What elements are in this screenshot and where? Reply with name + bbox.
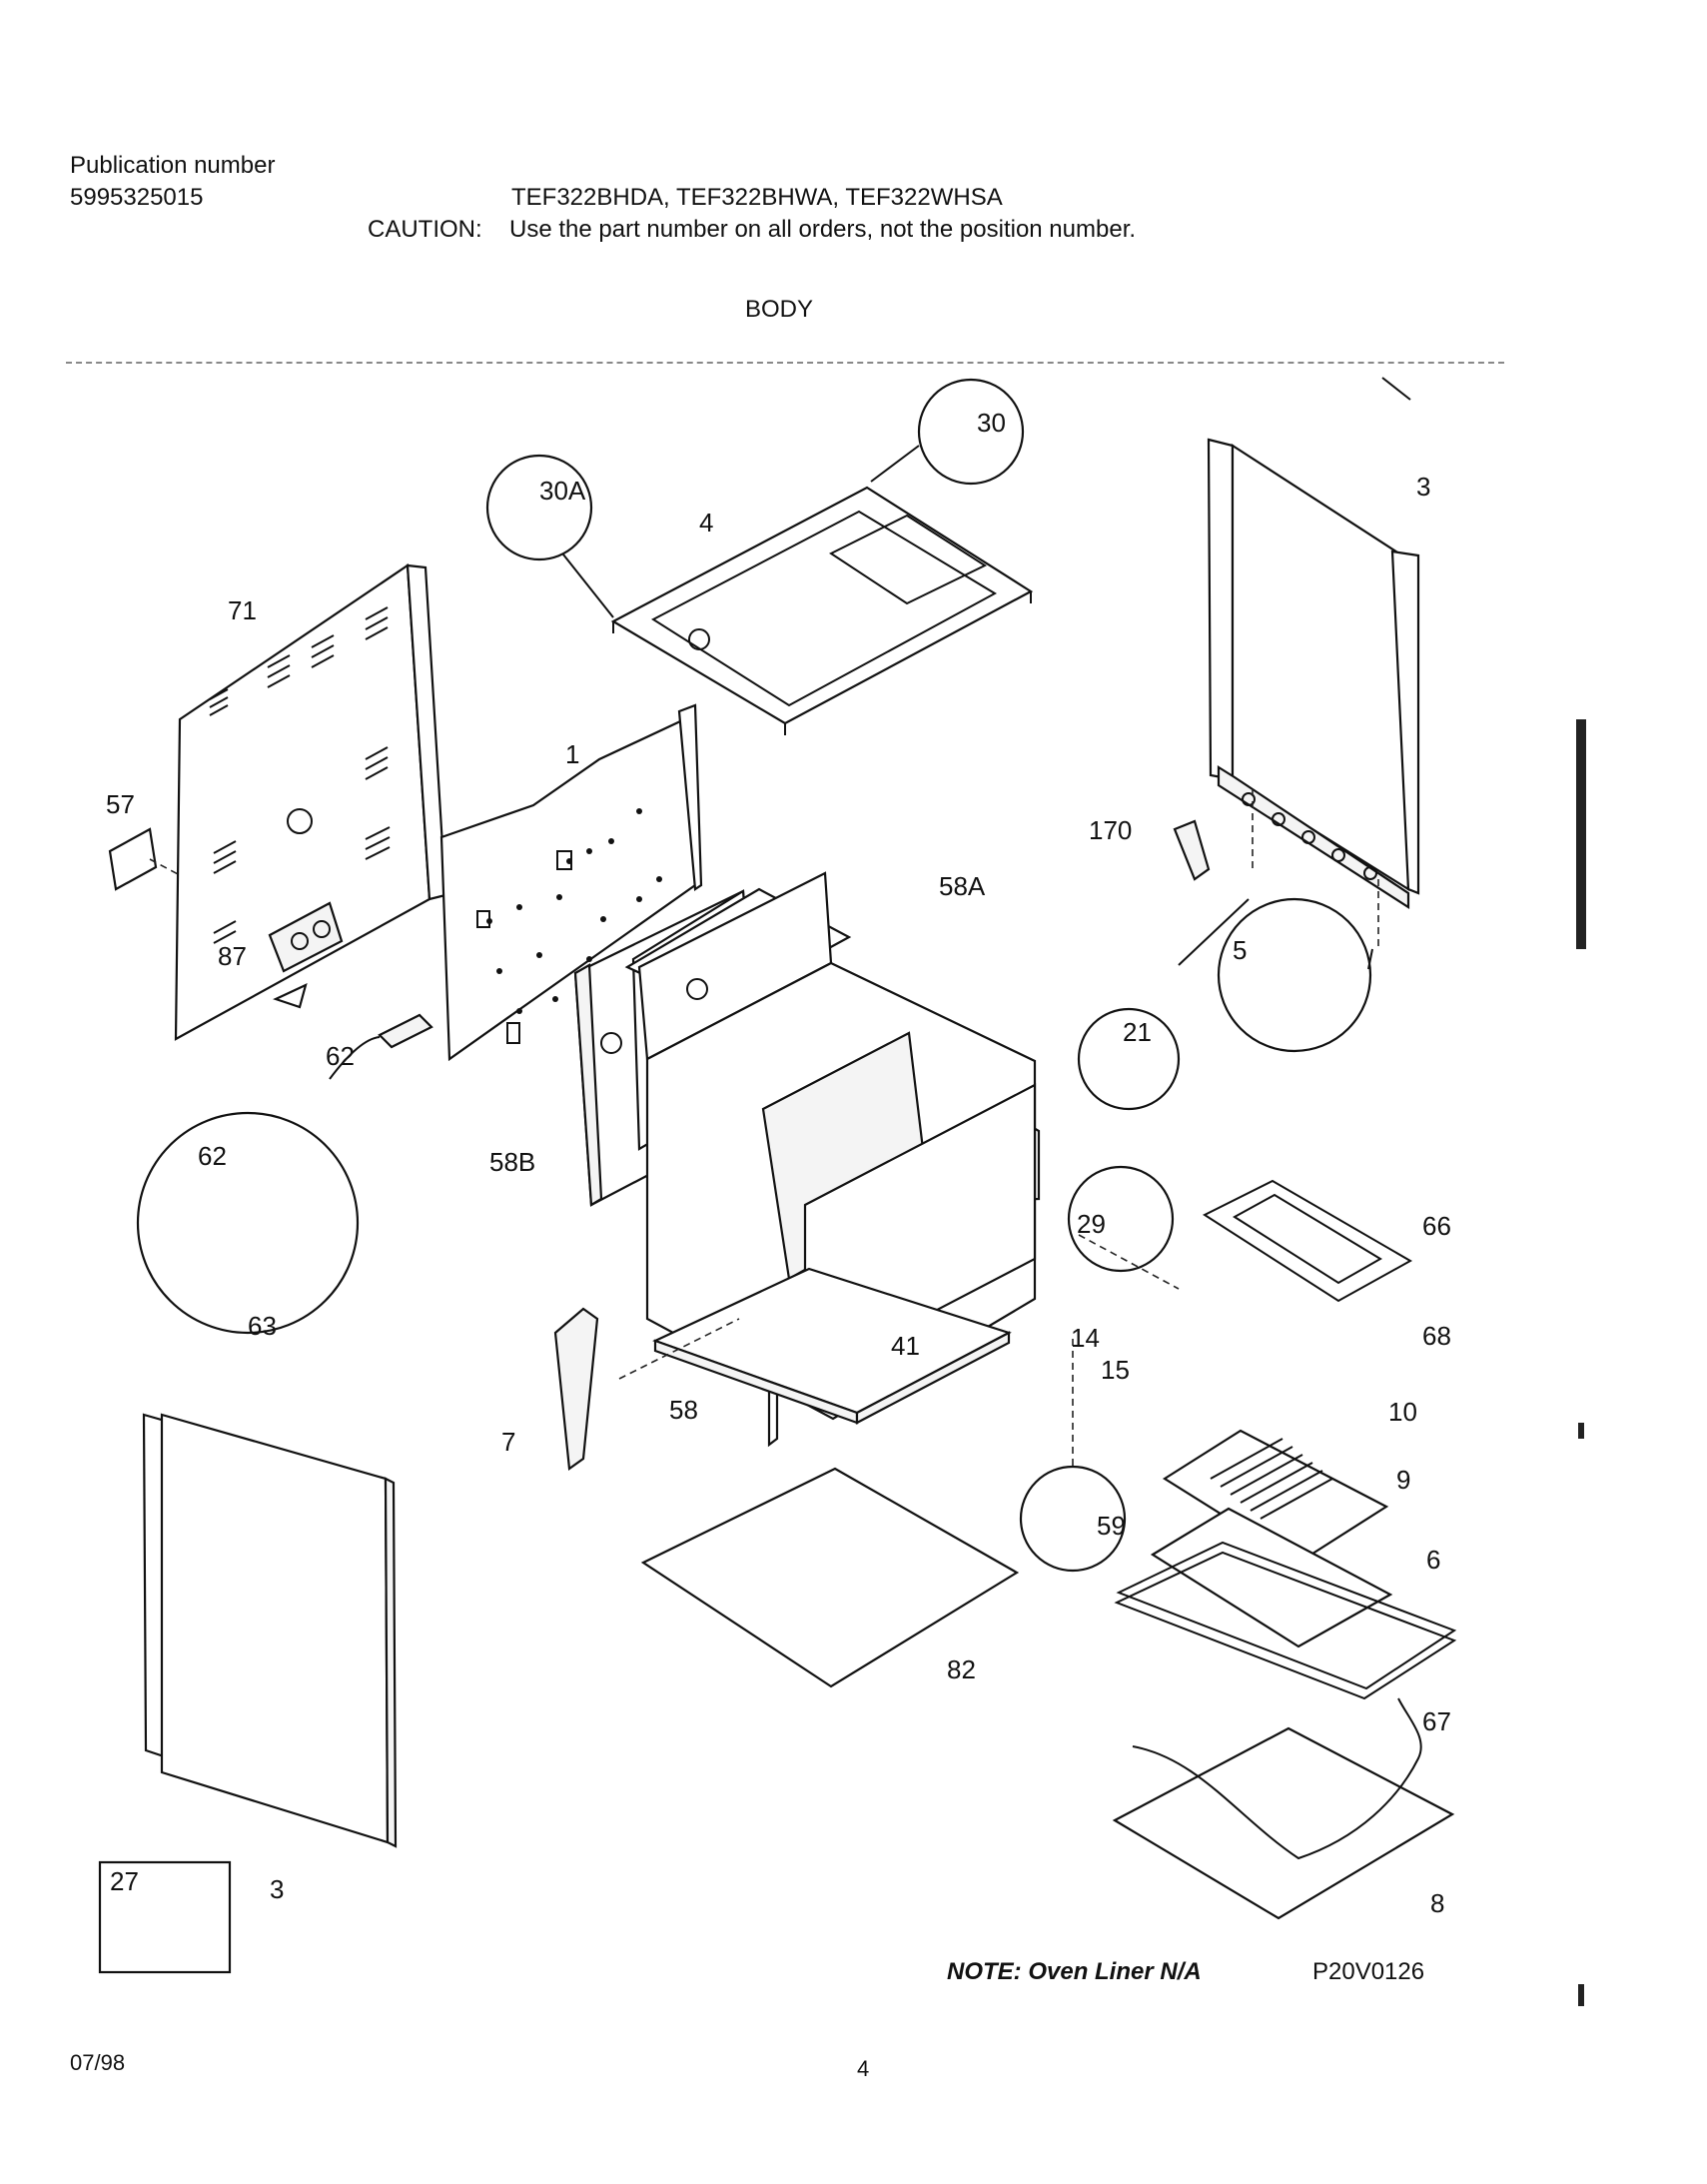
callout-170: 170 [1089,815,1132,845]
callout-57: 57 [106,789,135,819]
detail-box-27 [98,1860,232,1974]
detail-callout-29 [1067,1165,1175,1273]
callout-15: 15 [1101,1355,1130,1385]
callout-3-left: 3 [270,1874,284,1904]
bake-element-part [1132,1697,1422,1860]
oven-back-wrapper-part [439,703,703,1062]
callout-3-right: 3 [1416,472,1430,502]
callout-62-detail: 62 [198,1141,227,1171]
callout-59: 59 [1097,1511,1126,1541]
callout-87: 87 [218,941,247,971]
callout-82: 82 [947,1654,976,1684]
bracket-57-part [108,827,158,891]
callout-30a: 30A [539,476,586,506]
publication-label: Publication number [70,152,276,179]
caution-text: Use the part number on all orders, not t… [509,216,1137,243]
detail-callout-5 [1217,897,1372,1053]
detail-callout-30 [917,378,1025,486]
terminal-block-62-part [378,1013,433,1049]
model-numbers: TEF322BHDA, TEF322BHWA, TEF322WHSA [511,184,1003,211]
detail-callout-62 [136,1111,360,1335]
callout-21: 21 [1123,1017,1152,1047]
detail-callout-59 [1019,1465,1127,1573]
callout-10: 10 [1388,1397,1417,1427]
oven-bottom-part [640,1467,1020,1688]
side-panel-right-part [1207,438,1420,910]
oven-rack-part [1114,1541,1457,1700]
callout-71: 71 [228,595,257,625]
callout-29: 29 [1077,1209,1106,1239]
bracket-170-part [1173,819,1211,881]
callout-62-panel: 62 [326,1041,355,1071]
side-panel-left-part [142,1413,398,1848]
callout-58: 58 [669,1395,698,1425]
detail-callout-30a [485,454,593,561]
broiler-pan-part [1150,1507,1393,1648]
callout-66: 66 [1422,1211,1451,1241]
callout-63: 63 [248,1311,277,1341]
callout-7: 7 [501,1427,515,1457]
callout-58b: 58B [489,1147,535,1177]
callout-8: 8 [1430,1888,1444,1918]
scan-edge-mark [1578,1423,1584,1439]
callout-14: 14 [1071,1323,1100,1353]
footer-date: 07/98 [70,2050,126,2075]
callout-6: 6 [1426,1545,1440,1575]
callout-41: 41 [891,1331,920,1361]
caution-label: CAUTION: [368,216,482,243]
detail-callout-21 [1077,1007,1181,1111]
callout-68: 68 [1422,1321,1451,1351]
scan-edge-mark [1578,1984,1584,2006]
bake-element-tray-part [1112,1726,1455,1920]
top-panel-part [610,486,1034,735]
callout-5: 5 [1233,935,1247,965]
callout-27: 27 [110,1866,139,1896]
callout-1: 1 [565,739,579,769]
callout-58a: 58A [939,871,986,901]
callout-4: 4 [699,508,713,538]
callout-67: 67 [1422,1706,1451,1736]
callout-9: 9 [1396,1465,1410,1495]
scan-edge-mark [1576,719,1586,949]
broil-element-part [1202,1179,1413,1303]
publication-number: 5995325015 [70,184,204,211]
back-panel-part [174,563,447,1041]
oven-liner-note: NOTE: Oven Liner N/A [947,1958,1202,1985]
page-number: 4 [857,2056,870,2081]
part-7 [553,1307,599,1471]
header-divider [66,362,1504,364]
diagram-code: P20V0126 [1312,1958,1425,1985]
section-title: BODY [745,296,814,323]
callout-30: 30 [977,408,1006,438]
